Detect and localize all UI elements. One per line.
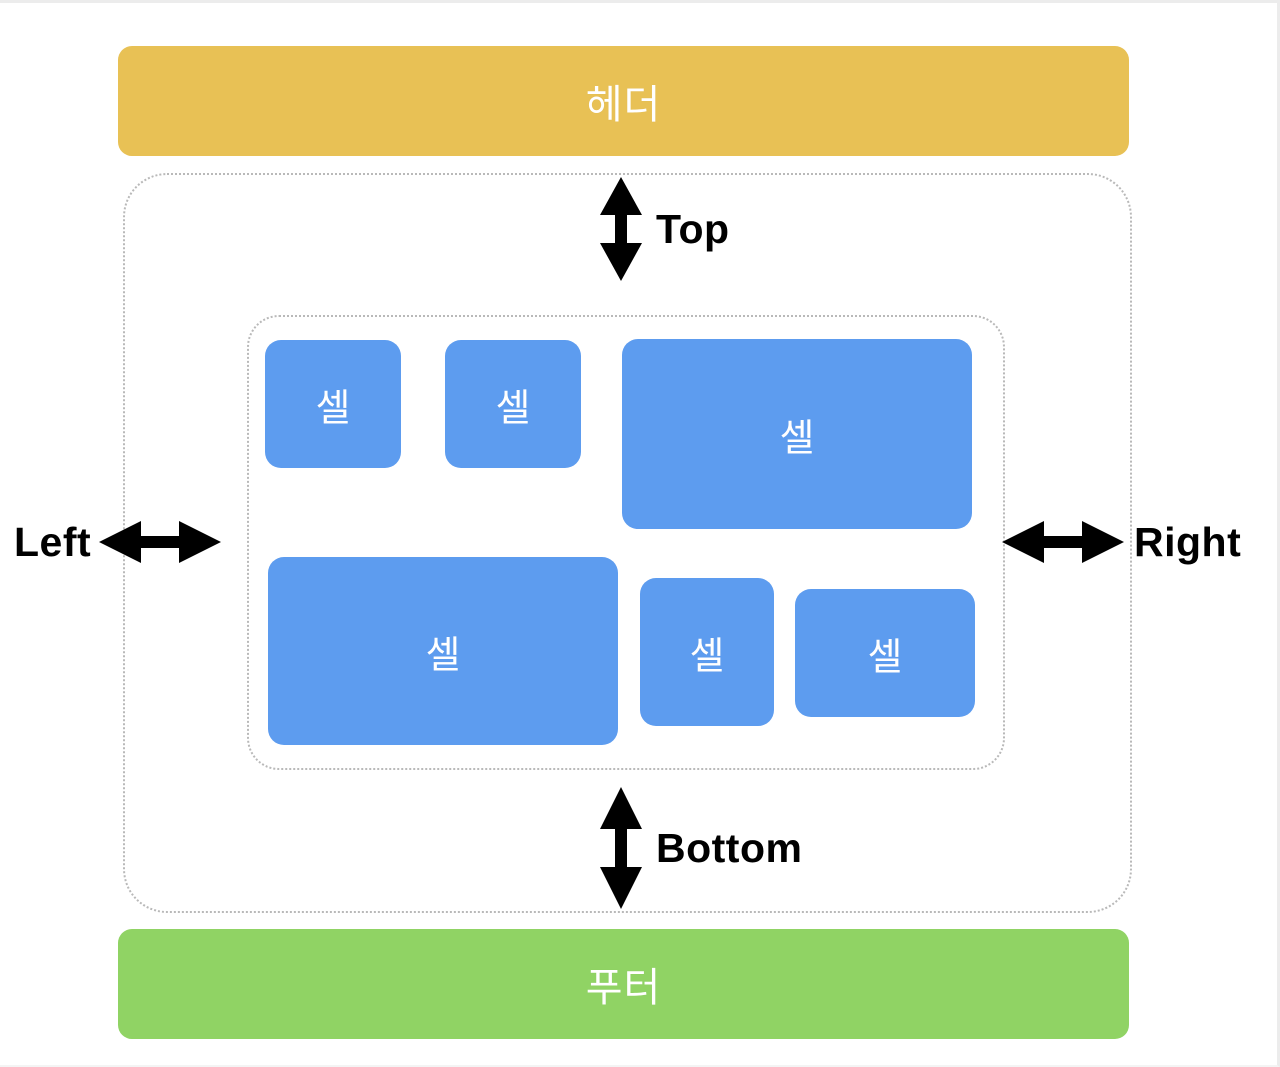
footer-label: 푸터 [585,966,662,1010]
cell-box: 셀 [622,339,972,529]
vertical-double-arrow-icon [600,177,642,281]
cell-box: 셀 [445,340,581,468]
left-label: Left [14,518,92,565]
cell-box: 셀 [795,589,975,717]
bottom-label: Bottom [656,824,803,871]
cell-label: 셀 [315,387,351,430]
cell-box: 셀 [268,557,618,745]
horizontal-double-arrow-icon [99,521,222,563]
right-label: Right [1134,518,1242,565]
horizontal-double-arrow-icon [1002,521,1124,563]
bottom-spacing-annotation: Bottom [594,785,802,911]
header-label: 헤더 [585,83,662,127]
cell-label: 셀 [779,417,815,460]
cell-label: 셀 [495,387,531,430]
header-block: 헤더 [118,46,1129,156]
cell-label: 셀 [425,634,461,677]
cell-box: 셀 [640,578,774,726]
cell-label: 셀 [689,635,725,678]
footer-block: 푸터 [118,929,1129,1039]
top-label: Top [656,205,730,252]
cell-box: 셀 [265,340,401,468]
cell-label: 셀 [867,636,903,679]
vertical-double-arrow-icon [600,787,642,909]
right-spacing-annotation: Right [1000,515,1241,569]
top-spacing-annotation: Top [594,175,730,283]
left-spacing-annotation: Left [14,515,223,569]
